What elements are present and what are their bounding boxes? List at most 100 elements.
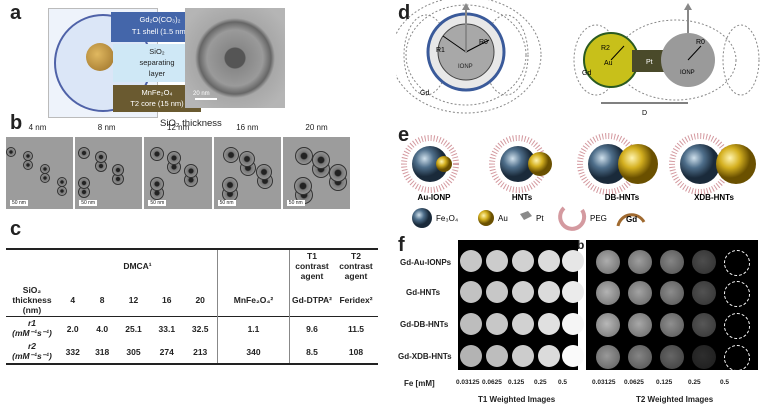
scalebar-label: 50 nm <box>217 200 236 206</box>
separating-line2: separating <box>139 58 175 67</box>
cell: 25.1 <box>125 323 142 334</box>
row-label: Gd-DB-HNTs <box>400 320 449 329</box>
col-header: Feridex² <box>339 295 373 305</box>
t1-phantom <box>562 250 584 272</box>
concentration-label: 0.0625 <box>624 379 644 386</box>
tem-particle <box>78 147 91 159</box>
t2-phantom <box>724 250 750 276</box>
cell: 33.1 <box>158 323 176 334</box>
cell: 9.6 <box>289 316 334 340</box>
t1-phantom <box>512 313 534 335</box>
separating-line1: SiO₂ <box>149 47 165 56</box>
row-header: SiO₂ thickness (nm) <box>12 285 52 315</box>
cell: 108 <box>348 346 364 357</box>
t1-phantom <box>562 281 584 303</box>
panel-c-letter: c <box>10 218 22 240</box>
tem-particle <box>294 147 313 165</box>
tem-particle <box>184 164 199 178</box>
cell: 1.1 <box>216 316 290 340</box>
tem-particle <box>57 186 67 196</box>
t1-caption: T1 Weighted Images <box>478 395 556 404</box>
concentration-label: 0.5 <box>720 379 730 386</box>
cell: 32.5 <box>191 323 209 334</box>
au-sphere <box>716 144 756 184</box>
scalebar-label: 50 nm <box>79 200 98 206</box>
shell-label-line2: T1 shell (1.5 nm) <box>131 27 189 36</box>
t2-phantom <box>628 313 652 337</box>
concentration-label: 0.125 <box>656 379 673 386</box>
legend-au-icon <box>478 210 494 226</box>
panel-f-b-letter: b <box>577 238 585 252</box>
panel-f-letter: f <box>398 234 405 256</box>
tem-particle <box>6 147 16 157</box>
t1-phantom <box>486 281 508 303</box>
col-header: 12 <box>128 295 139 305</box>
arrow-head-right <box>684 3 692 10</box>
t2-phantom <box>724 345 750 371</box>
thickness-label: 16 nm <box>236 123 259 132</box>
concentration-label: 0.5 <box>558 379 568 386</box>
row-label: Gd-Au-IONPs <box>400 258 452 267</box>
col-header: Gd-DTPA² <box>289 284 334 317</box>
tem-particle <box>149 177 164 191</box>
t2-phantom <box>660 345 684 369</box>
panel-e-letter: e <box>398 124 410 146</box>
mnfe2o4-core <box>86 43 114 71</box>
row-label: r2 (mM⁻¹s⁻¹) <box>12 341 52 361</box>
r0-line-right <box>687 45 702 61</box>
tem-particle <box>56 177 67 187</box>
tem-thumbnail: 50 nm <box>75 137 143 209</box>
au-sphere <box>618 144 658 184</box>
tem-particle <box>222 147 239 163</box>
t1-phantom <box>486 345 508 367</box>
thickness-label: 12 nm <box>167 123 190 132</box>
row-label: Gd-HNTs <box>406 288 441 297</box>
particle-label: HNTs <box>512 193 533 202</box>
t2-phantom <box>596 313 620 337</box>
tem-particle <box>22 151 33 161</box>
concentration-label: 0.125 <box>508 379 525 386</box>
tem-particle <box>40 173 50 183</box>
t1-phantom <box>460 345 482 367</box>
scalebar-label: 50 nm <box>148 200 167 206</box>
col-header: 4 <box>70 295 76 305</box>
concentration-label: 0.25 <box>688 379 701 386</box>
t1-phantom <box>538 345 560 367</box>
concentration-label: 0.03125 <box>456 379 480 386</box>
label-d: D <box>642 110 647 117</box>
particle-label: DB-HNTs <box>605 193 640 202</box>
t1-phantom <box>486 250 508 272</box>
header-dmca: DMCA¹ <box>123 261 152 271</box>
tem-particle <box>150 147 165 161</box>
t1-phantom <box>460 313 482 335</box>
row-label: Gd-XDB-HNTs <box>398 352 452 361</box>
separating-line3: layer <box>148 69 166 78</box>
tem-particle <box>239 151 256 167</box>
label-r0-left: R0 <box>479 39 488 46</box>
cell: 332 <box>65 346 80 357</box>
tem-particle <box>328 164 347 182</box>
shell-label-line1: Gd₂O(CO₃)₂ <box>139 15 181 24</box>
tem-a-scalebar: 20 nm <box>193 91 210 97</box>
t1-phantom <box>512 281 534 303</box>
t1-phantom <box>538 281 560 303</box>
panel-d-letter: d <box>398 2 411 24</box>
left-field-lines <box>396 0 542 114</box>
t2-phantom <box>692 250 716 274</box>
scalebar-label: 50 nm <box>286 200 305 206</box>
panel-b-title: SiO₂ thickness <box>160 118 222 129</box>
arrow-head-left <box>462 3 470 10</box>
legend-gd: Gd <box>626 215 637 224</box>
tem-particle <box>23 160 33 170</box>
label-r1: R1 <box>436 47 445 54</box>
tem-particle <box>256 164 273 180</box>
peg-coating <box>401 135 459 193</box>
cell: 318 <box>95 346 110 357</box>
tem-thumbnail: 50 nm <box>144 137 212 209</box>
label-gd-left: Gd <box>420 90 429 97</box>
particle-label: XDB-HNTs <box>694 193 734 202</box>
tem-thumbnail: 50 nm <box>6 137 74 209</box>
header-t1: T1 contrast agent <box>289 249 334 282</box>
